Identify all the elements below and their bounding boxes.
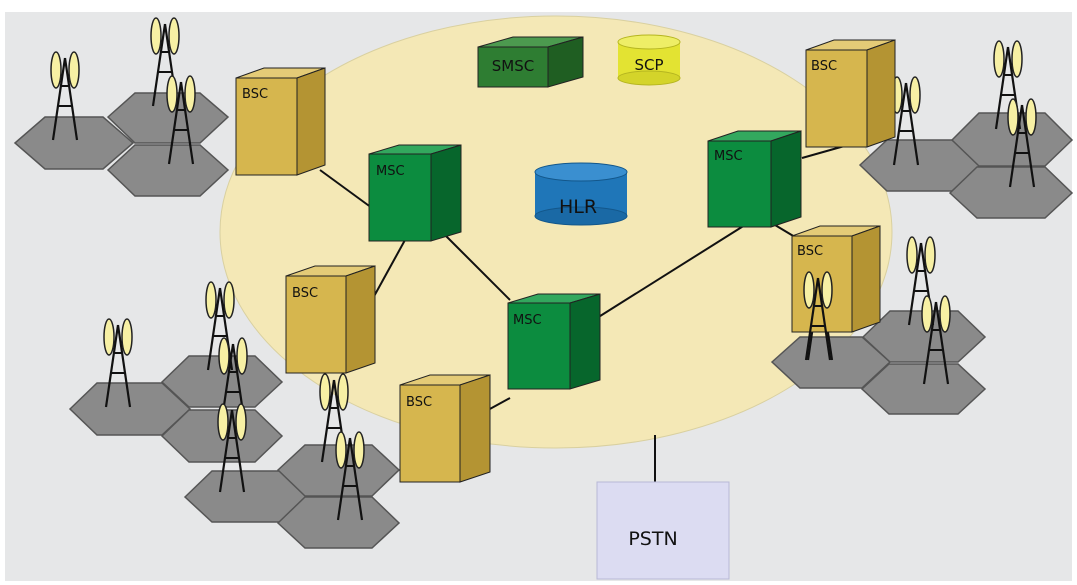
- msc-label: MSC: [714, 149, 743, 164]
- smsc-node: SMSC: [477, 36, 584, 88]
- msc-node: MSC: [707, 130, 802, 228]
- cell-hexagon: [106, 144, 230, 197]
- hlr-node: HLR: [534, 162, 628, 226]
- cell-hexagon: [68, 382, 192, 436]
- bsc-label: BSC: [797, 244, 823, 259]
- bsc-label: BSC: [292, 286, 318, 301]
- cell-hexagon: [276, 444, 401, 497]
- bsc-node: BSC: [791, 225, 881, 333]
- msc-node: MSC: [368, 144, 462, 242]
- bsc-label: BSC: [242, 87, 268, 102]
- cell-hexagon: [948, 166, 1074, 219]
- cell-hexagon: [860, 363, 987, 415]
- msc-node: MSC: [507, 293, 601, 390]
- pstn-node: PSTN: [596, 481, 730, 580]
- hlr-label: HLR: [559, 196, 597, 218]
- core-network-area: [219, 15, 893, 449]
- bsc-label: BSC: [811, 59, 837, 74]
- msc-label: MSC: [513, 313, 542, 328]
- cell-hexagon: [13, 116, 135, 170]
- scp-node: SCP: [617, 34, 681, 86]
- bsc-node: BSC: [805, 39, 896, 148]
- cell-hexagon: [276, 496, 401, 549]
- bsc-node: BSC: [399, 374, 491, 483]
- cell-sites: [13, 92, 1074, 549]
- bsc-node: BSC: [235, 67, 326, 176]
- cell-hexagon: [861, 310, 987, 363]
- cell-hexagon: [160, 355, 284, 408]
- bsc-label: BSC: [406, 395, 432, 410]
- smsc-label: SMSC: [492, 57, 534, 75]
- cell-hexagon: [950, 112, 1074, 167]
- scp-label: SCP: [634, 56, 663, 74]
- bsc-node: BSC: [285, 265, 376, 374]
- pstn-label: PSTN: [628, 528, 677, 550]
- msc-label: MSC: [376, 164, 405, 179]
- cell-hexagon: [106, 92, 230, 144]
